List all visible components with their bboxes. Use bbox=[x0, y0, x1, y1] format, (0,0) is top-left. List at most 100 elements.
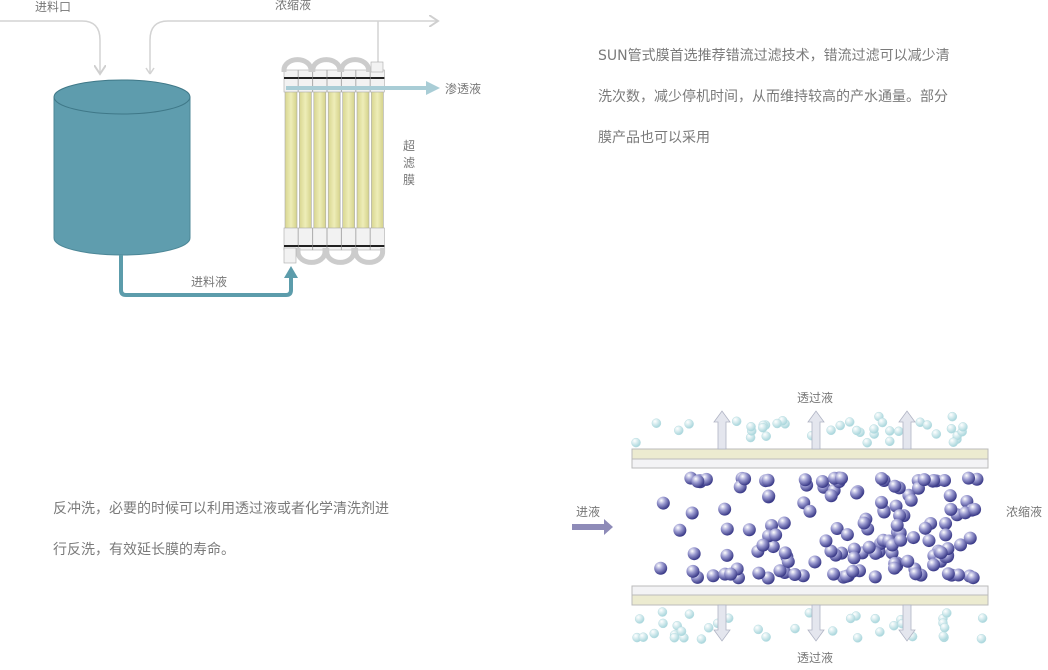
retained-particle bbox=[963, 531, 977, 545]
concentrate-label: 浓缩液 bbox=[275, 0, 312, 12]
tube-fitting bbox=[341, 227, 356, 251]
permeate-particle bbox=[669, 632, 680, 643]
retained-particle bbox=[888, 479, 902, 493]
retained-particle bbox=[752, 566, 766, 580]
tube-fitting bbox=[298, 227, 313, 251]
membrane-label: 超滤膜 bbox=[403, 139, 416, 187]
retained-particle bbox=[777, 516, 791, 530]
membrane-bottom-layer bbox=[631, 594, 989, 606]
permeate-particle bbox=[976, 633, 987, 644]
permeate-bottom-label: 透过液 bbox=[797, 651, 834, 665]
retained-particle bbox=[938, 473, 952, 487]
permeate-particle bbox=[696, 634, 707, 644]
retained-particle bbox=[656, 496, 670, 510]
inlet-pipe bbox=[0, 20, 100, 74]
tube-clamp bbox=[370, 245, 385, 247]
permeate-particle bbox=[948, 437, 959, 448]
inlet-stub bbox=[283, 247, 297, 264]
retained-particle bbox=[857, 516, 871, 530]
retained-particle bbox=[762, 489, 776, 503]
tube-fitting bbox=[370, 227, 385, 251]
permeate-particle bbox=[684, 609, 695, 619]
permeate-particle bbox=[877, 417, 888, 428]
intro-line: SUN管式膜首选推荐错流过滤技术，错流过滤可以减少清 bbox=[598, 48, 950, 64]
permeate-particle bbox=[753, 624, 764, 635]
permeate-particle bbox=[746, 421, 756, 432]
permeate-particle bbox=[676, 626, 687, 637]
retained-particle bbox=[835, 471, 849, 485]
membrane-tube bbox=[284, 89, 298, 231]
tube-clamp bbox=[341, 245, 356, 247]
membrane-tube bbox=[371, 89, 384, 231]
permeate-particle bbox=[845, 613, 856, 624]
u-bend-bottom bbox=[353, 248, 386, 265]
permeate-particle bbox=[684, 419, 694, 429]
tube-fitting bbox=[312, 227, 328, 251]
retained-particle bbox=[927, 473, 941, 487]
retained-particle bbox=[966, 571, 980, 585]
retained-particle bbox=[850, 486, 864, 500]
retained-particle bbox=[720, 548, 734, 562]
retained-particle bbox=[691, 474, 705, 488]
retained-particle bbox=[720, 522, 734, 536]
membrane-tube bbox=[299, 89, 312, 231]
membrane-tube bbox=[313, 89, 327, 231]
retained-particle bbox=[901, 554, 915, 568]
permeate-arrow bbox=[286, 81, 440, 95]
retained-particle bbox=[874, 495, 888, 509]
permeate-particle bbox=[703, 623, 714, 633]
permeate-particle bbox=[894, 426, 904, 437]
tube-clamp bbox=[298, 245, 313, 247]
retained-particle bbox=[830, 522, 844, 536]
tube-clamp bbox=[298, 77, 313, 79]
retained-particle bbox=[868, 570, 882, 584]
membrane-top-support bbox=[631, 458, 989, 469]
retained-particle bbox=[769, 528, 783, 542]
permeate-particle bbox=[761, 632, 771, 642]
retained-particle bbox=[673, 523, 687, 537]
permeate-particle bbox=[889, 620, 899, 631]
permeate-down-arrow-icon bbox=[807, 604, 825, 642]
retained-particle bbox=[840, 528, 854, 542]
retained-particle bbox=[685, 506, 699, 520]
tube-clamp bbox=[327, 77, 342, 79]
retained-particle bbox=[927, 558, 941, 572]
retained-particle bbox=[827, 567, 841, 581]
inlet-label: 进料口 bbox=[35, 0, 72, 14]
permeate-particle bbox=[638, 632, 649, 642]
retained-particle bbox=[917, 473, 931, 487]
permeate-particle bbox=[946, 423, 957, 434]
retained-particle bbox=[718, 502, 732, 516]
backwash-line: 反冲洗，必要的时候可以利用透过液或者化学清洗剂进 bbox=[53, 501, 389, 517]
retained-particle bbox=[824, 544, 838, 558]
permeate-particle bbox=[758, 422, 768, 433]
permeate-particle bbox=[731, 416, 742, 427]
retained-particle bbox=[951, 568, 965, 582]
feed-label: 进料液 bbox=[191, 275, 228, 289]
intro-line: 洗次数，减少停机时间，从而维持较高的产水通量。部分 bbox=[598, 89, 948, 105]
tube-clamp bbox=[284, 77, 298, 79]
retained-particle bbox=[686, 564, 700, 578]
permeate-particle bbox=[826, 425, 836, 436]
permeate-particle bbox=[977, 613, 988, 623]
retained-particle bbox=[815, 475, 829, 489]
permeate-particle bbox=[862, 437, 872, 448]
backwash-line: 行反洗，有效延长膜的寿命。 bbox=[53, 542, 235, 558]
feed-in-label: 进液 bbox=[576, 505, 601, 519]
permeate-particle bbox=[651, 418, 662, 428]
permeate-particle bbox=[870, 613, 881, 624]
permeate-up-arrow-icon bbox=[898, 410, 916, 450]
retained-particle bbox=[862, 540, 876, 554]
outlet-stub bbox=[370, 61, 384, 73]
permeate-particle bbox=[657, 607, 668, 617]
retained-particle bbox=[847, 551, 861, 565]
permeate-particle bbox=[942, 608, 952, 618]
permeate-down-arrow-icon bbox=[898, 604, 916, 642]
permeate-particle bbox=[673, 425, 684, 436]
permeate-particle bbox=[869, 424, 879, 434]
tube-clamp bbox=[356, 77, 370, 79]
tube-fitting bbox=[355, 227, 371, 251]
feed-pipe bbox=[119, 255, 298, 297]
retained-particle bbox=[906, 531, 920, 545]
